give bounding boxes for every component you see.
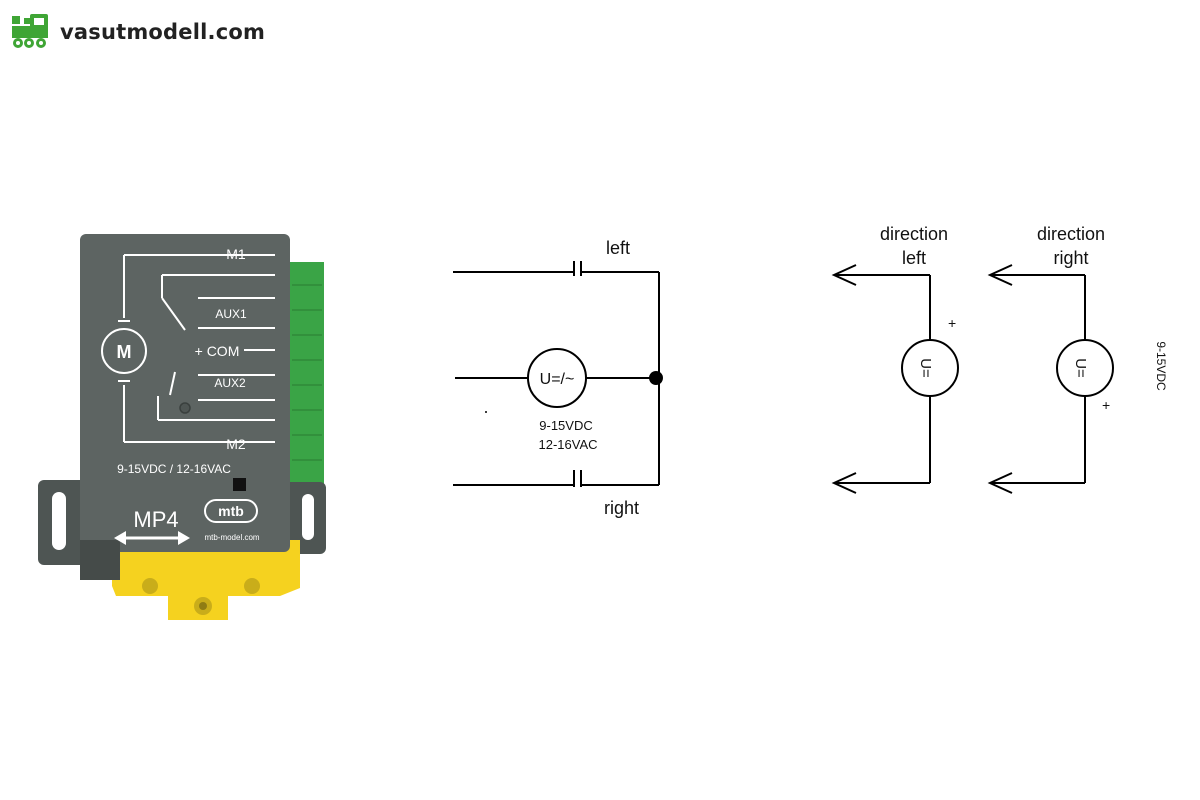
label-left: left	[606, 238, 630, 258]
source-symbol-right: U=	[1072, 358, 1089, 378]
direction-right-title-1: direction	[1037, 224, 1105, 244]
maker-logo-frame	[204, 499, 258, 523]
source-symbol-left: U=	[917, 358, 934, 378]
terminal-aux2: AUX2	[214, 376, 246, 390]
wiring-diagram-common	[453, 261, 660, 487]
wiring-diagram-direction-right	[987, 264, 1114, 494]
direction-right-title-2: right	[1053, 248, 1088, 268]
yellow-mount	[112, 540, 300, 620]
device-body	[80, 234, 290, 552]
terminal-aux1: AUX1	[215, 307, 247, 321]
model-name: MP4	[133, 507, 178, 532]
source-circle	[527, 348, 587, 408]
brand-name: vasutmodell.com	[60, 20, 266, 44]
supply-dc: 9-15VDC	[539, 418, 592, 433]
device-power-rating: 9-15VDC / 12-16VAC	[117, 462, 231, 476]
maker-website: mtb-model.com	[204, 533, 259, 542]
status-led	[233, 478, 246, 491]
terminal-m1: M1	[226, 246, 246, 262]
supply-ac: 12-16VAC	[538, 437, 597, 452]
motor-symbol: M	[117, 342, 132, 362]
source-symbol: U=/~	[540, 371, 575, 388]
supply-label-vertical: 9-15VDC	[1154, 341, 1168, 391]
direction-left-title-2: left	[902, 248, 926, 268]
brand-logo[interactable]: vasutmodell.com	[10, 12, 265, 52]
plus-right: +	[1102, 397, 1110, 413]
plus-left: +	[948, 315, 956, 331]
train-icon	[12, 14, 48, 48]
maker-logo: mtb	[218, 503, 244, 519]
terminal-connector	[288, 262, 324, 492]
mp4-device: M1 AUX1 + COM AUX2 M2 M 9-15VDC / 12-16V…	[38, 234, 326, 620]
wiring-diagram-direction-left	[831, 264, 959, 494]
terminal-com: + COM	[195, 343, 240, 359]
terminal-m2: M2	[226, 436, 246, 452]
junction-dot	[649, 371, 663, 385]
direction-left-title-1: direction	[880, 224, 948, 244]
double-arrow-icon	[114, 531, 190, 545]
label-right: right	[604, 498, 639, 518]
